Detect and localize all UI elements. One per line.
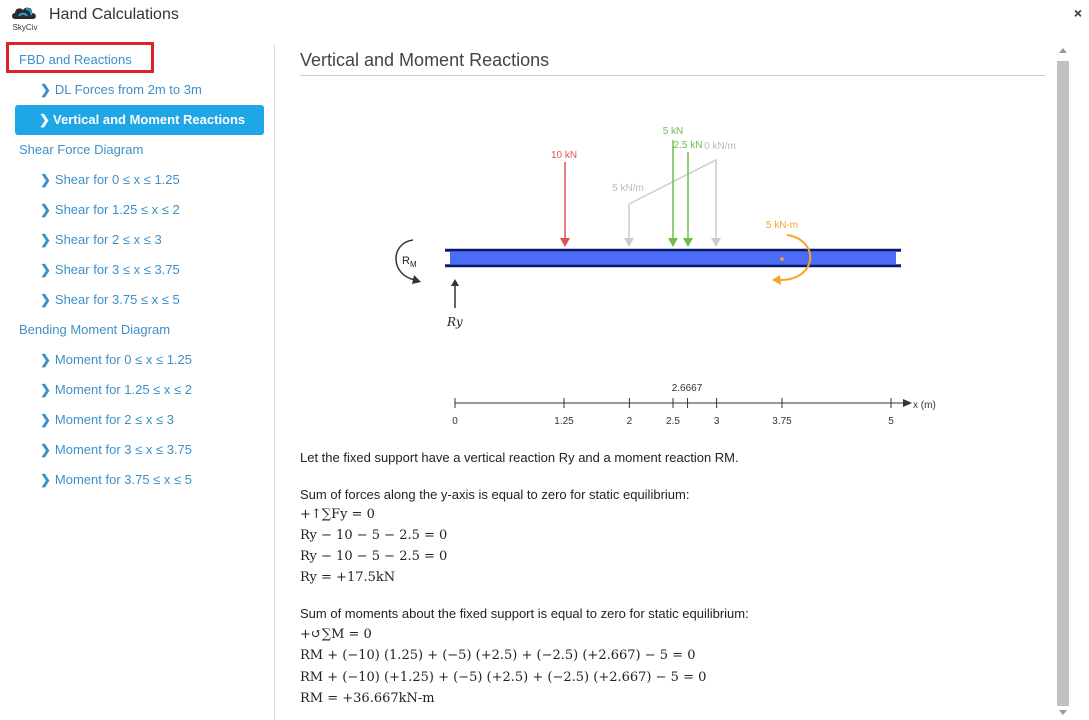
cloud-icon <box>12 7 36 19</box>
axis-tick-label: 1.25 <box>554 416 574 427</box>
chevron-right-icon: ❯ <box>40 382 51 397</box>
highlight-box <box>6 42 154 73</box>
eq-moments-1: +↺∑M = 0 <box>300 627 372 642</box>
point-load-2-5kn: 2.5 kN <box>674 140 703 247</box>
scroll-up-icon[interactable] <box>1059 48 1067 53</box>
intro-text: Let the fixed support have a vertical re… <box>300 450 739 465</box>
moment-reaction-rm: R M <box>395 239 421 284</box>
chevron-right-icon: ❯ <box>40 202 51 217</box>
chevron-right-icon: ❯ <box>40 262 51 277</box>
load-10kn-label: 10 kN <box>551 150 577 161</box>
title-divider <box>300 75 1045 76</box>
chevron-right-icon: ❯ <box>40 82 51 97</box>
chevron-right-icon: ❯ <box>40 442 51 457</box>
eq-forces-2: Ry − 10 − 5 − 2.5 = 0 <box>300 528 448 543</box>
vertical-reaction-ry: Ry <box>446 279 463 329</box>
scrollbar-thumb[interactable] <box>1057 61 1069 706</box>
sidebar-item-moment-1[interactable]: ❯Moment for 0 ≤ x ≤ 1.25 <box>40 352 193 367</box>
point-load-10kn: 10 kN <box>551 150 577 247</box>
distributed-load: 5 kN/m 0 kN/m <box>612 141 736 247</box>
sidebar-item-shear-1[interactable]: ❯Shear for 0 ≤ x ≤ 1.25 <box>40 172 180 187</box>
sidebar-item-shear-5[interactable]: ❯Shear for 3.75 ≤ x ≤ 5 <box>40 292 180 307</box>
axis-tick-label: 3.75 <box>772 416 792 427</box>
sidebar-divider <box>274 44 275 720</box>
app-title: Hand Calculations <box>49 6 179 23</box>
close-button[interactable]: × <box>1073 5 1082 21</box>
point-load-5kn: 5 kN <box>663 126 684 247</box>
rm-label: R <box>402 255 410 267</box>
chevron-right-icon: ❯ <box>40 172 51 187</box>
dl-left-label: 5 kN/m <box>612 183 644 194</box>
load-2-5kn-label: 2.5 kN <box>674 140 703 151</box>
logo-text: SkyCiv <box>12 23 38 32</box>
dl-right-label: 0 kN/m <box>704 141 736 152</box>
tick-label-2-6667: 2.6667 <box>672 383 703 394</box>
x-axis: 2.6667 x (m) 0 1.25 2 2.5 3 3.75 5 <box>452 383 936 427</box>
scroll-down-icon[interactable] <box>1059 710 1067 715</box>
page-title: Vertical and Moment Reactions <box>300 50 550 70</box>
eq-forces-1: +↑∑Fy = 0 <box>300 507 375 522</box>
axis-tick-label: 0 <box>452 416 458 427</box>
chevron-right-icon: ❯ <box>40 352 51 367</box>
sidebar-item-moment-5[interactable]: ❯Moment for 3.75 ≤ x ≤ 5 <box>40 472 193 487</box>
moment-label: 5 kN-m <box>766 220 798 231</box>
skyciv-logo: SkyCiv <box>9 3 41 33</box>
eq-moments-3: RM + (−10) (+1.25) + (−5) (+2.5) + (−2.5… <box>300 670 707 685</box>
moments-header: Sum of moments about the fixed support i… <box>300 606 749 621</box>
sidebar-item-moment-2[interactable]: ❯Moment for 1.25 ≤ x ≤ 2 <box>40 382 193 397</box>
chevron-right-icon: ❯ <box>40 412 51 427</box>
axis-tick-label: 2.5 <box>666 416 680 427</box>
title-bar: SkyCiv Hand Calculations × <box>0 0 1089 32</box>
chevron-right-icon: ❯ <box>40 472 51 487</box>
eq-moments-2: RM + (−10) (1.25) + (−5) (+2.5) + (−2.5)… <box>300 648 696 663</box>
chevron-right-icon: ❯ <box>40 232 51 247</box>
chevron-right-icon: ❯ <box>39 112 50 127</box>
rm-sub: M <box>410 260 417 269</box>
axis-tick-label: 5 <box>888 416 894 427</box>
forces-header: Sum of forces along the y-axis is equal … <box>300 487 690 502</box>
eq-forces-3: Ry − 10 − 5 − 2.5 = 0 <box>300 549 448 564</box>
beam <box>445 248 901 268</box>
sidebar-item-moment-3[interactable]: ❯Moment for 2 ≤ x ≤ 3 <box>40 412 174 427</box>
sidebar-item-shear-2[interactable]: ❯Shear for 1.25 ≤ x ≤ 2 <box>40 202 180 217</box>
sidebar-item-shear-3[interactable]: ❯Shear for 2 ≤ x ≤ 3 <box>40 232 162 247</box>
axis-tick-label: 2 <box>627 416 633 427</box>
sidebar-section-fbd[interactable]: FBD and Reactions <box>19 52 132 67</box>
load-5kn-label: 5 kN <box>663 126 684 137</box>
axis-tick-label: 3 <box>714 416 720 427</box>
ry-label: Ry <box>446 315 463 329</box>
sidebar-item-dl-forces[interactable]: ❯DL Forces from 2m to 3m <box>40 82 202 97</box>
moment-5knm: 5 kN-m <box>766 220 812 285</box>
sidebar-section-bending[interactable]: Bending Moment Diagram <box>19 322 171 337</box>
eq-moments-4: RM = +36.667kN-m <box>300 691 435 706</box>
sidebar-item-shear-4[interactable]: ❯Shear for 3 ≤ x ≤ 3.75 <box>40 262 180 277</box>
chevron-right-icon: ❯ <box>40 292 51 307</box>
sidebar-section-shear[interactable]: Shear Force Diagram <box>19 142 144 157</box>
eq-forces-4: Ry = +17.5kN <box>300 570 396 585</box>
axis-unit-label: x (m) <box>913 400 936 411</box>
sidebar-item-vertical-moment-reactions[interactable]: ❯Vertical and Moment Reactions <box>15 105 264 135</box>
sidebar-item-moment-4[interactable]: ❯Moment for 3 ≤ x ≤ 3.75 <box>40 442 193 457</box>
